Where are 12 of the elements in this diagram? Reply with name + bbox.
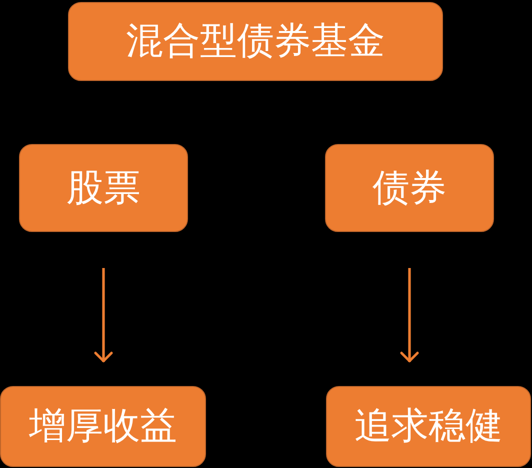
process-box	[325, 144, 494, 232]
box-label: 增厚收益	[29, 406, 177, 447]
arrow	[400, 268, 419, 362]
process-box	[19, 144, 188, 232]
box-label: 追求稳健	[354, 406, 502, 447]
box-label: 股票	[66, 168, 140, 208]
box-label: 混合型债券基金	[126, 21, 385, 62]
box-label: 债券	[372, 168, 446, 208]
process-box	[0, 386, 206, 467]
process-box	[68, 2, 443, 81]
arrow	[94, 268, 113, 362]
process-box	[326, 386, 531, 467]
